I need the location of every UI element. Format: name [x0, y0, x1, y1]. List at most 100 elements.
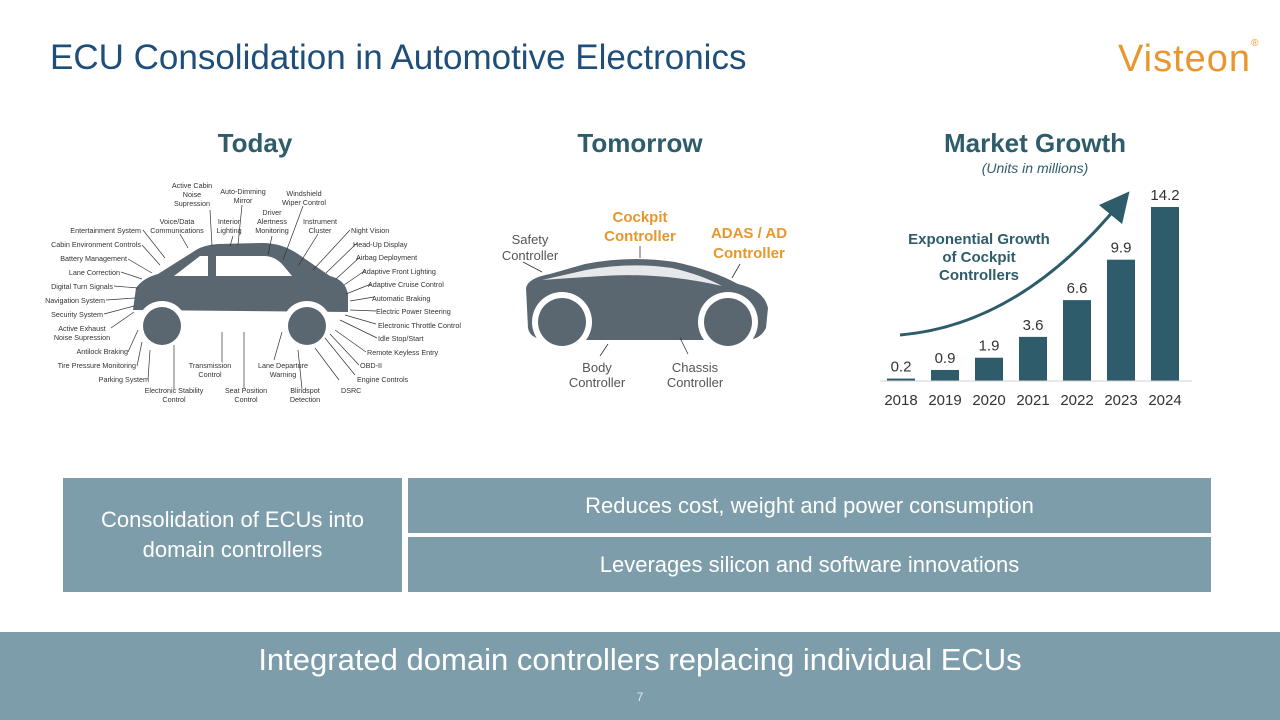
label-entertainment-system: Entertainment System: [70, 226, 141, 235]
chassis-controller-label-2: Controller: [667, 375, 724, 390]
label-obd-ii: OBD-II: [360, 361, 382, 370]
label-voice-data: Voice/Data: [160, 217, 195, 226]
bar-2021: [1019, 336, 1047, 381]
today-leader-lines: [103, 204, 378, 390]
safety-leader-line: [522, 261, 543, 273]
label-voice-data-2: Communications: [150, 226, 204, 235]
label-driver-alertness: Driver: [262, 208, 282, 217]
label-electric-power-steering: Electric Power Steering: [376, 307, 451, 316]
x-tick-2020: 2020: [972, 392, 1005, 409]
value-label-2024: 14.2: [1150, 187, 1179, 204]
x-tick-2019: 2019: [928, 392, 961, 409]
value-label-2019: 0.9: [935, 350, 956, 367]
label-security-system: Security System: [51, 310, 103, 319]
label-transmission-control-2: Control: [198, 370, 222, 379]
bar-2018: [887, 378, 915, 381]
cockpit-controller-label-2: Controller: [604, 228, 676, 245]
label-automatic-braking: Automatic Braking: [372, 294, 430, 303]
adas-controller-label-2: Controller: [713, 245, 785, 262]
label-active-exhaust: Active Exhaust: [58, 324, 106, 333]
safety-controller-label: Safety: [512, 232, 549, 247]
slide-title: ECU Consolidation in Automotive Electron…: [50, 38, 747, 77]
bar-series: 0.2 2018 0.9 2019 1.9 2020 3.6 2021 6.6 2022 9.9 20…: [884, 187, 1181, 409]
label-interior-lighting: Interior: [218, 217, 241, 226]
label-head-up-display: Head-Up Display: [353, 240, 408, 249]
today-ecu-diagram: Active Cabin Noise Supression Auto-Dimmi…: [45, 181, 461, 404]
label-driver-alertness-2: Alertness: [257, 217, 287, 226]
bar-2020: [975, 357, 1003, 381]
adas-controller-label: ADAS / AD: [711, 225, 787, 242]
label-transmission-control: Transmission: [189, 361, 231, 370]
label-navigation-system: Navigation System: [45, 296, 105, 305]
growth-annotation-line3: Controllers: [939, 267, 1019, 284]
label-windshield-wiper: Windshield: [286, 189, 321, 198]
label-adaptive-cruise-control: Adaptive Cruise Control: [368, 280, 444, 289]
body-controller-label-2: Controller: [569, 375, 626, 390]
tomorrow-car-icon: [526, 258, 768, 352]
growth-arrow: [899, 191, 1130, 337]
label-instrument-cluster: Instrument: [303, 217, 337, 226]
bar-2023: [1107, 259, 1135, 381]
label-driver-alertness-3: Monitoring: [255, 226, 289, 235]
today-heading: Today: [217, 128, 293, 158]
label-active-cabin-noise-3: Supression: [174, 199, 210, 208]
growth-annotation-line2: of Cockpit: [942, 249, 1015, 266]
label-seat-position-2: Control: [234, 395, 258, 404]
x-tick-2024: 2024: [1148, 392, 1181, 409]
label-windshield-wiper-2: Wiper Control: [282, 198, 326, 207]
label-blindspot-detection-2: Detection: [290, 395, 320, 404]
growth-annotation-line1: Exponential Growth: [908, 231, 1050, 248]
label-interior-lighting-2: Lighting: [216, 226, 241, 235]
value-label-2023: 9.9: [1111, 240, 1132, 257]
label-tire-pressure: Tire Pressure Monitoring: [58, 361, 136, 370]
banner-text: Integrated domain controllers replacing …: [258, 642, 1022, 677]
label-cabin-environment: Cabin Environment Controls: [51, 240, 141, 249]
label-idle-stop-start: Idle Stop/Start: [378, 334, 424, 343]
x-tick-2022: 2022: [1060, 392, 1093, 409]
today-car-icon: [133, 243, 348, 351]
label-blindspot-detection: Blindspot: [290, 386, 320, 395]
label-remote-keyless: Remote Keyless Entry: [367, 348, 439, 357]
label-active-cabin-noise-2: Noise: [183, 190, 201, 199]
tomorrow-heading: Tomorrow: [577, 128, 703, 158]
value-label-2020: 1.9: [979, 338, 1000, 355]
label-seat-position: Seat Position: [225, 386, 267, 395]
label-electronic-stability: Electronic Stability: [145, 386, 204, 395]
label-parking-system: Parking System: [99, 375, 149, 384]
logo-text: Visteon: [1118, 38, 1252, 80]
market-growth-heading: Market Growth: [943, 128, 1127, 158]
label-auto-dimming-mirror-2: Mirror: [234, 196, 253, 205]
market-growth-chart: 0.2 2018 0.9 2019 1.9 2020 3.6 2021 6.6 2022 9.9 20…: [880, 187, 1192, 409]
chassis-controller-label: Chassis: [672, 360, 719, 375]
label-airbag-deployment: Airbag Deployment: [356, 253, 417, 262]
consolidation-box: Consolidation of ECUs into domain contro…: [63, 478, 402, 592]
label-electronic-stability-2: Control: [162, 395, 186, 404]
safety-controller-label-2: Controller: [502, 248, 559, 263]
label-instrument-cluster-2: Cluster: [309, 226, 332, 235]
x-tick-2021: 2021: [1016, 392, 1049, 409]
value-label-2022: 6.6: [1067, 280, 1088, 297]
bottom-banner: [0, 632, 1280, 720]
value-label-2018: 0.2: [891, 359, 912, 376]
bar-2019: [931, 369, 959, 381]
label-digital-turn-signals: Digital Turn Signals: [51, 282, 113, 291]
x-tick-2023: 2023: [1104, 392, 1137, 409]
value-label-2021: 3.6: [1023, 317, 1044, 334]
label-lane-departure-2: Warning: [270, 370, 297, 379]
label-adaptive-front-lighting: Adaptive Front Lighting: [362, 267, 436, 276]
benefit-cost-box: Reduces cost, weight and power consumpti…: [408, 478, 1211, 533]
registered-mark-icon: ®: [1251, 38, 1260, 49]
bar-2022: [1063, 300, 1091, 381]
bar-2024: [1151, 207, 1179, 381]
page-number: 7: [636, 690, 644, 704]
label-battery-management: Battery Management: [60, 254, 127, 263]
x-tick-2018: 2018: [884, 392, 917, 409]
market-growth-subtitle: (Units in millions): [981, 160, 1089, 176]
adas-leader-line: [731, 263, 741, 279]
label-electronic-throttle: Electronic Throttle Control: [378, 321, 461, 330]
label-lane-correction: Lane Correction: [69, 268, 120, 277]
body-controller-label: Body: [582, 360, 612, 375]
label-lane-departure: Lane Departure: [258, 361, 308, 370]
label-antilock-braking: Antilock Braking: [76, 347, 128, 356]
label-night-vision: Night Vision: [351, 226, 389, 235]
